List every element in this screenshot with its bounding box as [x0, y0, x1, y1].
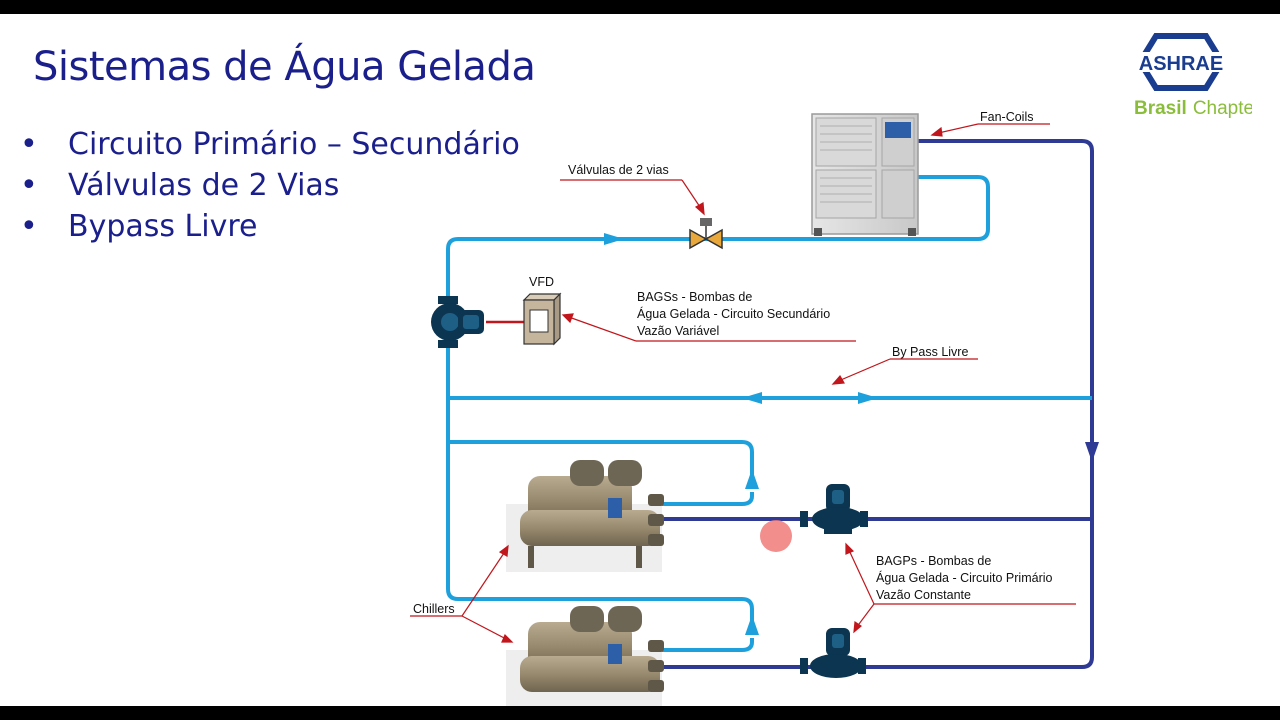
flow-arrow-up [745, 469, 759, 489]
return-main-pipe [660, 139, 1094, 669]
flow-arrow-right [858, 392, 878, 404]
logo-subtitle-bold: Brasil [1134, 98, 1187, 119]
ashrae-brasil-logo: ASHRAE Brasil Chapter [1132, 33, 1252, 119]
chiller1-supply-link [660, 492, 754, 506]
chillers-label: Chillers [413, 602, 455, 616]
return-pipes [660, 139, 1094, 669]
chiller2-supply-link [660, 638, 754, 652]
two-way-valve-icon [689, 218, 723, 250]
chiller-icon [506, 606, 664, 706]
bagss-label-line1: BAGSs - Bombas de [637, 290, 752, 304]
primary-pump-icon [800, 628, 866, 678]
chilled-water-diagram: VFD [410, 110, 1099, 706]
pointer-dot [760, 520, 792, 552]
valves-label: Válvulas de 2 vias [568, 163, 669, 177]
secondary-pump-icon [431, 296, 484, 348]
slide: Sistemas de Água Gelada Circuito Primári… [0, 14, 1280, 706]
bypass-label: By Pass Livre [892, 345, 968, 359]
logo-subtitle: Brasil Chapter [1134, 98, 1252, 119]
bullet-item: Bypass Livre [20, 206, 520, 247]
slide-title: Sistemas de Água Gelada [33, 44, 536, 90]
bullet-item: Válvulas de 2 Vias [20, 165, 520, 206]
logo-name: ASHRAE [1139, 53, 1223, 75]
bagps-label-line1: BAGPs - Bombas de [876, 554, 991, 568]
bullet-item: Circuito Primário – Secundário [20, 124, 520, 165]
fan-coils-label: Fan-Coils [980, 110, 1034, 124]
bagss-label-line2: Água Gelada - Circuito Secundário [637, 306, 830, 321]
supply-main-pipe [446, 175, 990, 626]
bagss-label-line3: Vazão Variável [637, 324, 719, 338]
primary-pump-icon [800, 484, 868, 534]
bullet-list: Circuito Primário – Secundário Válvulas … [20, 124, 520, 247]
supply-pipes [446, 175, 1092, 652]
flow-arrow-left [742, 392, 762, 404]
vfd-label: VFD [529, 275, 554, 289]
chiller-icon [506, 460, 664, 572]
flow-arrow-down [1085, 442, 1099, 462]
bagps-label-line3: Vazão Constante [876, 588, 971, 602]
callouts [410, 123, 1076, 643]
logo-subtitle-light: Chapter [1193, 98, 1252, 119]
vfd-icon [522, 292, 562, 346]
flow-arrow-right [604, 233, 624, 245]
chiller1-supply-pipe [448, 440, 754, 482]
bagps-label-line2: Água Gelada - Circuito Primário [876, 570, 1053, 585]
flow-arrow-up [745, 615, 759, 635]
letterbox-bar [0, 706, 1280, 720]
fan-coil-unit-icon [811, 113, 919, 236]
